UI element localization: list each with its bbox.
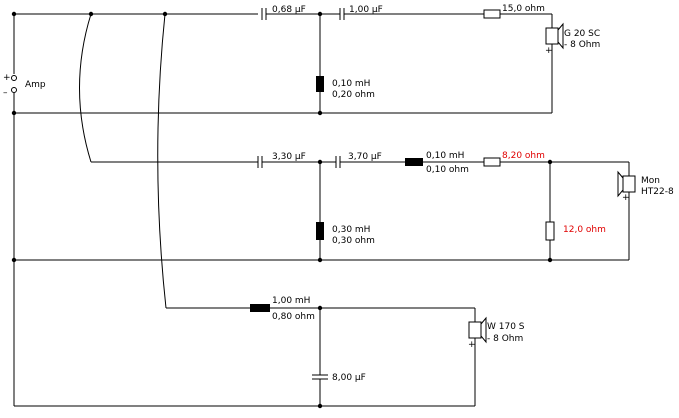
b1-l-value: 0,10 mH [332, 79, 370, 89]
b1-speaker-name: G 20 SC [564, 29, 600, 39]
resistor-r1-b1 [483, 9, 501, 19]
resistor-series-b2 [483, 157, 501, 167]
junction-dot [162, 11, 168, 17]
b2-rseries-label: 8,20 ohm [502, 151, 545, 161]
amp-label: Amp [25, 80, 46, 90]
b1-c1-label: 0,68 µF [272, 5, 306, 15]
junction-dot [547, 159, 553, 165]
branch-tweeter: 0,68 µF 1,00 µF 15,0 ohm 0,10 mH 0,20 oh… [14, 4, 600, 114]
inductor-series-b2 [405, 158, 423, 166]
b2-speaker-name: Mon [641, 176, 660, 186]
b2-c2-label: 3,70 µF [348, 152, 382, 162]
inductor-shunt-b2 [316, 222, 324, 240]
b1-c2-label: 1,00 µF [349, 5, 383, 15]
capacitor-c2-b1 [339, 8, 345, 20]
inductor-shunt-b1 [316, 76, 324, 92]
junction-dot [11, 257, 17, 263]
b1-speaker-imp: - 8 Ohm [564, 40, 600, 50]
b2-lseries-res: 0,10 ohm [426, 165, 469, 175]
junction-dot [11, 110, 17, 116]
speaker-woofer [468, 316, 487, 344]
b3-l-res: 0,80 ohm [272, 312, 315, 322]
b2-lshunt-value: 0,30 mH [332, 225, 370, 235]
capacitor-c1-b1 [261, 8, 267, 20]
junction-dot [317, 305, 323, 311]
b2-speaker-plus: + [622, 193, 630, 203]
junction-dots [11, 11, 553, 409]
b3-speaker-name: W 170 S [487, 322, 525, 332]
amp-terminals: + – Amp [3, 14, 46, 406]
b2-c1-label: 3,30 µF [272, 152, 306, 162]
capacitor-c1-b2 [257, 156, 263, 168]
junction-dot [547, 257, 553, 263]
branch-mid: 3,30 µF 3,70 µF 0,10 mH 0,10 ohm 8,20 oh… [14, 151, 674, 261]
capacitor-c2-b2 [335, 156, 341, 168]
amp-plus-sign: + [3, 73, 11, 83]
b3-speaker-imp: - 8 Ohm [487, 334, 523, 344]
junction-dot [317, 110, 323, 116]
inductor-series-b3 [250, 304, 270, 312]
b3-c1-label: 8,00 µF [332, 373, 366, 383]
junction-dot [317, 403, 323, 409]
b1-speaker-plus: + [545, 46, 553, 56]
b2-lseries-value: 0,10 mH [426, 151, 464, 161]
junction-dot [317, 11, 323, 17]
capacitor-shunt-b3 [312, 374, 328, 380]
junction-dot [11, 11, 17, 17]
b1-l-res: 0,20 ohm [332, 90, 375, 100]
junction-dot [317, 257, 323, 263]
b2-speaker-model: HT22-8 [641, 187, 674, 197]
b2-rshunt-label: 12,0 ohm [563, 225, 606, 235]
amp-minus-sign: – [3, 88, 8, 98]
positive-feed-wires [14, 13, 258, 309]
b2-lshunt-res: 0,30 ohm [332, 236, 375, 246]
junction-dot [88, 11, 94, 17]
b1-r1-label: 15,0 ohm [502, 4, 545, 14]
amp-plus-terminal [11, 75, 17, 81]
resistor-shunt-b2 [545, 221, 555, 241]
speaker-tweeter [545, 22, 564, 50]
branch-woofer: 1,00 mH 0,80 ohm 8,00 µF W 170 S - 8 Ohm… [14, 296, 525, 407]
b3-speaker-plus: + [468, 340, 476, 350]
amp-minus-terminal [11, 87, 17, 93]
junction-dot [317, 159, 323, 165]
b3-l-value: 1,00 mH [272, 296, 310, 306]
